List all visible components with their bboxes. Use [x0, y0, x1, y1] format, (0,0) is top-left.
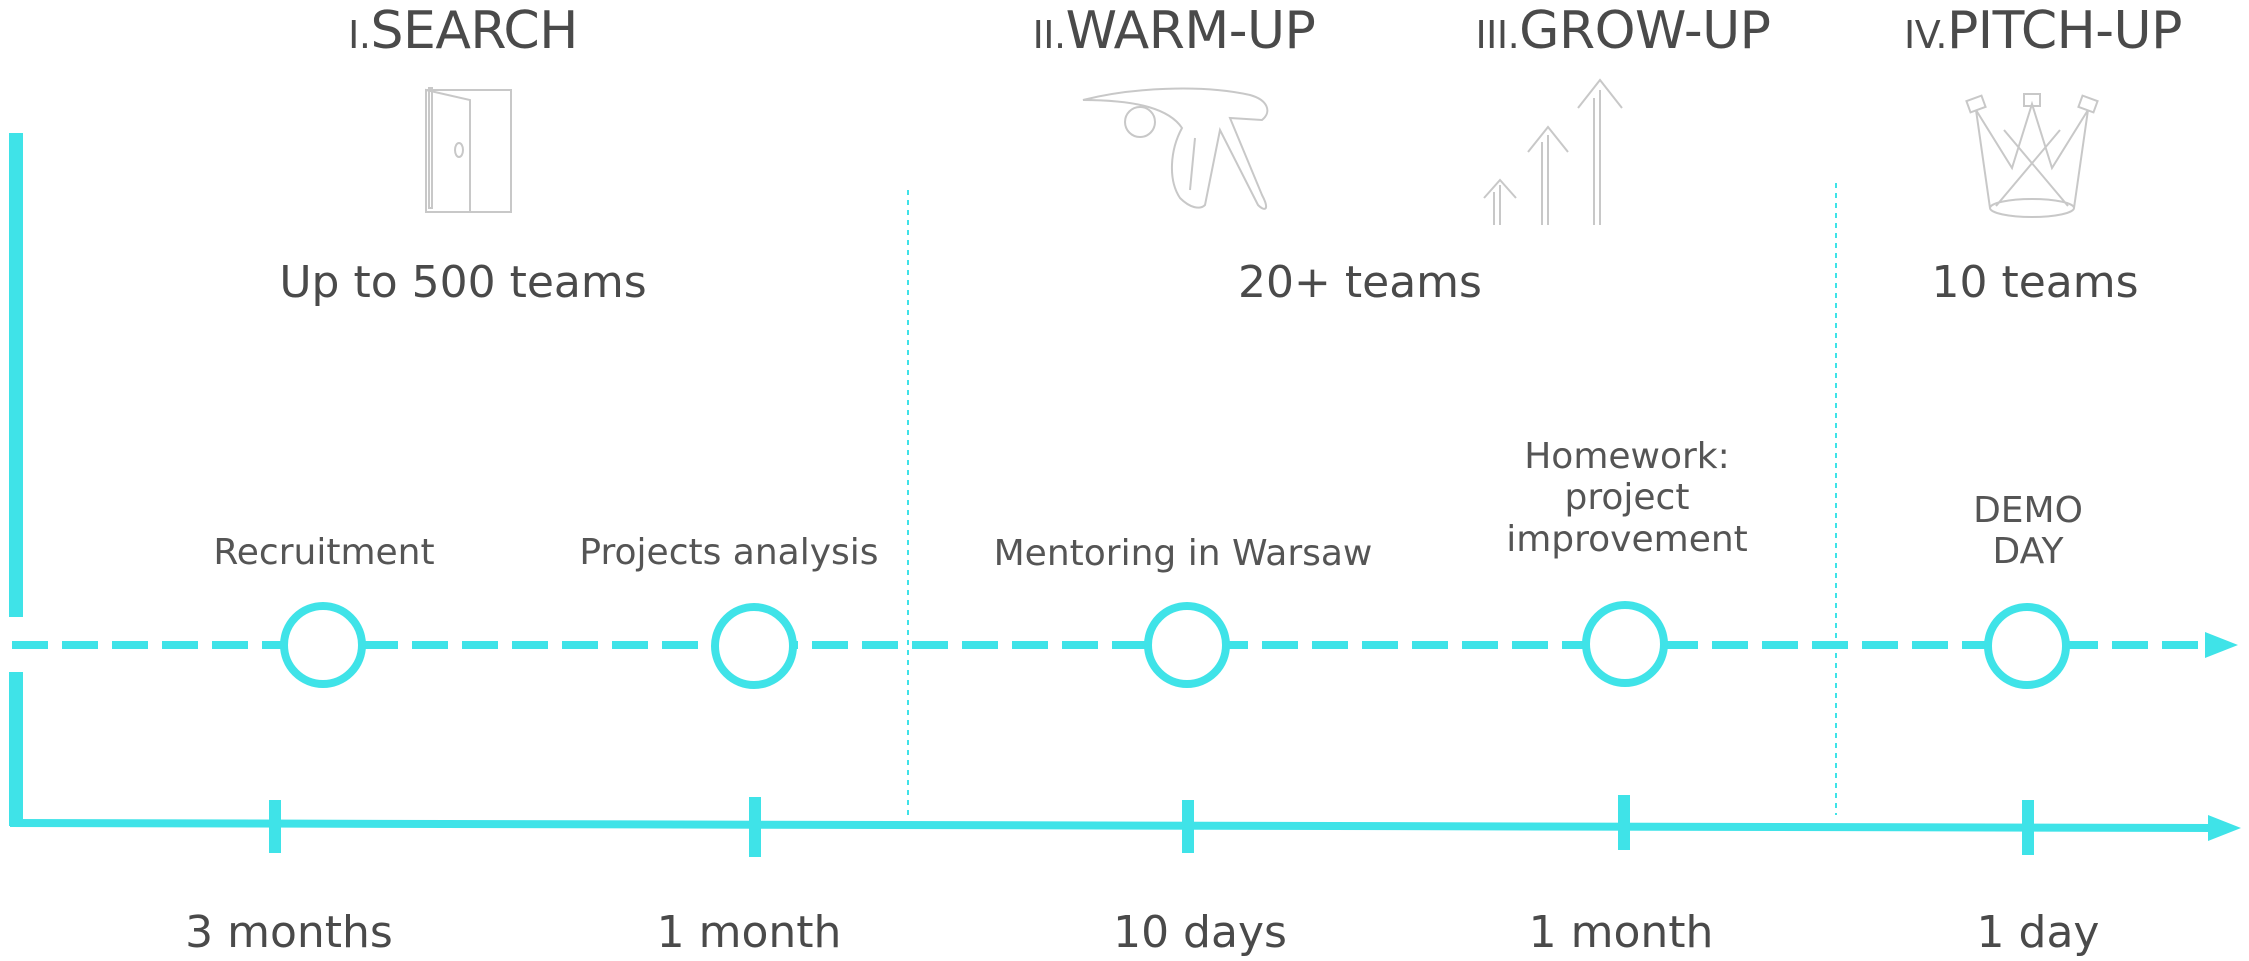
milestone-marker: [280, 602, 366, 688]
phase-name: PITCH-UP: [1946, 1, 2183, 61]
milestone-marker: [1144, 602, 1230, 688]
duration-label: 1 day: [1976, 907, 2100, 958]
duration-axis: [9, 819, 2213, 832]
milestone-label-demo-day: DEMO DAY: [1973, 490, 2083, 573]
duration-label: 10 days: [1113, 907, 1287, 958]
door-icon: [425, 87, 512, 213]
phase-title-warm-up: II.WARM-UP: [1032, 1, 1316, 62]
phase-title-grow-up: III.GROW-UP: [1475, 1, 1771, 62]
phase-name: SEARCH: [370, 1, 578, 61]
team-count-warm-grow: 20+ teams: [1238, 257, 1482, 308]
duration-label: 1 month: [1528, 907, 1714, 958]
phase-name: GROW-UP: [1519, 1, 1771, 61]
duration-axis-arrowhead: [2208, 815, 2241, 841]
team-count-pitch: 10 teams: [1931, 257, 2139, 308]
phase-numeral: II.: [1032, 13, 1067, 57]
milestone-label-recruitment: Recruitment: [213, 532, 435, 573]
milestone-marker: [1984, 603, 2070, 689]
rising-arrows-icon: [1483, 78, 1623, 225]
milestone-axis-arrowhead: [2205, 632, 2238, 658]
duration-label: 3 months: [185, 907, 393, 958]
phase-title-pitch-up: IV.PITCH-UP: [1904, 1, 2183, 62]
crown-icon: [1965, 93, 2099, 218]
phase-name: WARM-UP: [1065, 1, 1316, 61]
milestone-label-projects-analysis: Projects analysis: [579, 532, 879, 573]
milestone-marker: [1582, 601, 1668, 687]
team-count-search: Up to 500 teams: [279, 257, 647, 308]
milestone-label-homework: Homework: project improvement: [1506, 436, 1748, 560]
phase-numeral: IV.: [1904, 13, 1947, 57]
phase-title-search: I.SEARCH: [348, 1, 578, 62]
duration-label: 1 month: [656, 907, 842, 958]
phase-numeral: I.: [348, 13, 371, 57]
milestone-marker: [711, 603, 797, 689]
milestone-label-mentoring: Mentoring in Warsaw: [993, 533, 1373, 574]
phase-numeral: III.: [1475, 13, 1520, 57]
stretching-figure-icon: [1082, 87, 1269, 210]
